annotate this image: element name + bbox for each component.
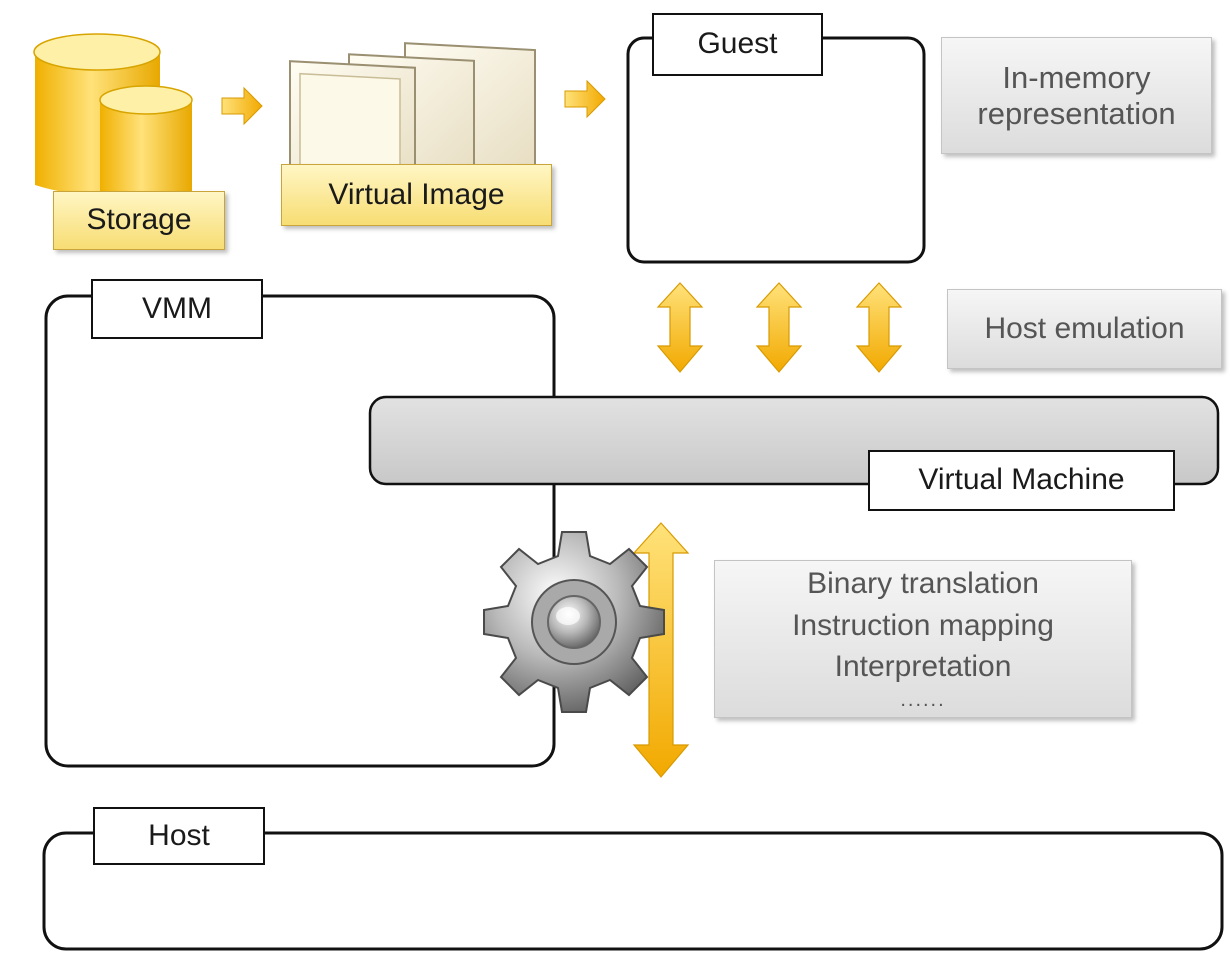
host-container	[42, 831, 1224, 951]
vmm-container	[44, 294, 556, 768]
in-memory-label: In-memory representation	[941, 37, 1212, 154]
bidirectional-arrow-icon	[855, 282, 903, 373]
virtual-machine-label: Virtual Machine	[868, 450, 1175, 511]
vmm-label: VMM	[91, 279, 263, 339]
storage-cylinders-icon	[33, 33, 193, 214]
gear-icon	[483, 531, 665, 713]
flow-arrow-icon	[221, 86, 263, 126]
in-memory-line-1: In-memory	[1002, 59, 1151, 95]
method-interpretation: Interpretation	[834, 649, 1012, 683]
bidirectional-arrow-icon	[632, 522, 690, 778]
storage-label: Storage	[53, 191, 225, 250]
method-instruction-mapping: Instruction mapping	[792, 608, 1054, 642]
host-label: Host	[93, 807, 265, 865]
method-binary-translation: Binary translation	[807, 567, 1039, 601]
bidirectional-arrow-icon	[755, 282, 803, 373]
virtual-image-stack-icon	[289, 42, 536, 199]
bidirectional-arrow-icon	[656, 282, 704, 373]
in-memory-line-2: representation	[977, 95, 1176, 131]
translation-methods-label: Binary translation Instruction mapping I…	[714, 560, 1132, 718]
host-emulation-label: Host emulation	[947, 289, 1222, 369]
guest-label: Guest	[652, 13, 823, 76]
method-ellipsis: ......	[900, 689, 946, 712]
virtual-image-label: Virtual Image	[281, 164, 552, 226]
flow-arrow-icon	[564, 79, 606, 119]
